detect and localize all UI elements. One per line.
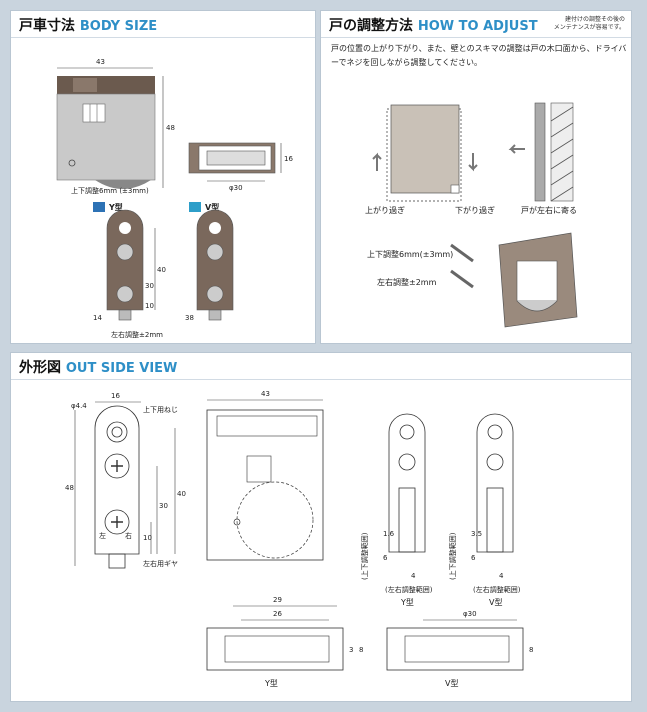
od-v-type: V型 bbox=[489, 598, 502, 607]
outside-view-drawing: 16 φ4.4 上下用ねじ 左 右 48 40 30 10 左右用ギヤ 43 bbox=[65, 390, 533, 688]
body-top-cap bbox=[57, 76, 155, 94]
od-bottom-v bbox=[386, 627, 524, 671]
od-dim-4a: 4 bbox=[411, 572, 416, 580]
od-dim-43: 43 bbox=[261, 390, 270, 398]
how-to-adjust-header: 戸の調整方法 HOW TO ADJUST 建付けの調整その後のメンテナンスが容易… bbox=[321, 11, 631, 38]
outside-view-header: 外形図 OUT SIDE VIEW bbox=[11, 353, 631, 380]
lr-adjust: 左右調整±2mm bbox=[111, 330, 163, 339]
dim-height: 48 bbox=[166, 124, 175, 132]
dim-diameter: φ30 bbox=[229, 184, 243, 192]
adjust-description: 戸の位置の上がり下がり、また、壁とのスキマの調整は戸の木口面から、ドライバーでネ… bbox=[331, 44, 627, 67]
adjust-note: 上下調整6mm (±3mm) bbox=[71, 186, 149, 195]
od-dim-10: 10 bbox=[143, 534, 152, 542]
od-dim-26: 26 bbox=[273, 610, 282, 618]
od-plate-front bbox=[94, 405, 140, 555]
adjust-drawing: 上がり過ぎ 下がり過ぎ 戸が左右に寄る 上下調整6mm(±3mm) 左右調整±2… bbox=[365, 102, 578, 328]
screwdriver-icon-2 bbox=[450, 269, 474, 289]
body-size-panel: 戸車寸法 BODY SIZE 43 48 上下調整6mm (±3mm) 16 φ… bbox=[10, 10, 316, 344]
body-size-title: 戸車寸法 BODY SIZE bbox=[19, 18, 158, 34]
od-bottom-y bbox=[206, 627, 344, 671]
od-dim-8a: 8 bbox=[359, 646, 363, 654]
od-left-kanji: 左 bbox=[99, 531, 106, 540]
od-dim-48: 48 bbox=[65, 484, 74, 492]
od-v-plate bbox=[476, 413, 514, 553]
dim-depth: 16 bbox=[284, 155, 293, 163]
body-size-header: 戸車寸法 BODY SIZE bbox=[11, 11, 315, 38]
od-dim-phi30: φ30 bbox=[463, 610, 477, 618]
screw-lr: 左右用ギヤ bbox=[143, 559, 178, 568]
v-type-icon bbox=[189, 202, 201, 212]
range-horizontal-y: (左右調整範囲) bbox=[385, 585, 433, 594]
door bbox=[390, 104, 460, 194]
screwdriver-icon bbox=[450, 243, 474, 263]
body-front bbox=[56, 93, 156, 181]
od-y-plate bbox=[388, 413, 426, 553]
caption-down: 下がり過ぎ bbox=[455, 205, 495, 215]
od-dim-3a: 3 bbox=[349, 646, 353, 654]
v-type-label: V型 bbox=[205, 202, 219, 212]
screw-up-down: 上下用ねじ bbox=[143, 405, 178, 414]
arrow-down-icon bbox=[468, 153, 478, 172]
arrow-left-icon bbox=[508, 144, 525, 154]
y-type-label: Y型 bbox=[108, 202, 123, 212]
wall bbox=[550, 102, 574, 202]
body-size-drawing: 43 48 上下調整6mm (±3mm) 16 φ30 Y型 V型 bbox=[56, 58, 293, 339]
dim-40: 40 bbox=[157, 266, 166, 274]
od-dim-4b: 4 bbox=[499, 572, 504, 580]
od-right-kanji: 右 bbox=[125, 531, 132, 540]
od-bottom-y-label: Y型 bbox=[264, 679, 278, 688]
od-dim-30: 30 bbox=[159, 502, 168, 510]
od-dim-35: 3.5 bbox=[471, 530, 482, 538]
door-edge bbox=[534, 102, 546, 202]
od-bottom-v-label: V型 bbox=[445, 679, 458, 688]
od-dim-16b: 1.6 bbox=[383, 530, 395, 538]
od-dim-6b: 6 bbox=[471, 554, 476, 562]
od-dim-phi44: φ4.4 bbox=[71, 402, 87, 410]
od-body-front bbox=[206, 409, 324, 561]
vertical-adjust: 上下調整6mm(±3mm) bbox=[367, 249, 453, 259]
od-y-type: Y型 bbox=[400, 598, 414, 607]
maintenance-note: 建付けの調整その後のメンテナンスが容易です。 bbox=[553, 16, 625, 31]
y-type-icon bbox=[93, 202, 105, 212]
dim-30: 30 bbox=[145, 282, 154, 290]
dim-10: 10 bbox=[145, 302, 154, 310]
horizontal-adjust: 左右調整±2mm bbox=[377, 277, 437, 287]
caption-wall: 戸が左右に寄る bbox=[521, 205, 577, 215]
how-to-adjust-panel: 戸の調整方法 HOW TO ADJUST 建付けの調整その後のメンテナンスが容易… bbox=[320, 10, 632, 344]
outside-view-title: 外形図 OUT SIDE VIEW bbox=[19, 360, 178, 376]
od-dim-8b: 8 bbox=[529, 646, 533, 654]
range-horizontal-v: (左右調整範囲) bbox=[473, 585, 521, 594]
od-dim-16: 16 bbox=[111, 392, 120, 400]
dim-38: 38 bbox=[185, 314, 194, 322]
outside-view-panel: 外形図 OUT SIDE VIEW 16 φ4.4 上下用ねじ 左 右 48 4… bbox=[10, 352, 632, 702]
range-vertical-y: (上下調整範囲) bbox=[360, 532, 369, 580]
range-vertical-v: (上下調整範囲) bbox=[448, 532, 457, 580]
od-dim-40: 40 bbox=[177, 490, 186, 498]
od-dim-29: 29 bbox=[273, 596, 282, 604]
arrow-up-icon bbox=[372, 152, 382, 171]
how-to-adjust-title: 戸の調整方法 HOW TO ADJUST bbox=[329, 18, 538, 34]
dim-width: 43 bbox=[96, 58, 105, 66]
caption-up: 上がり過ぎ bbox=[365, 205, 405, 215]
dim-14: 14 bbox=[93, 314, 102, 322]
od-dim-6a: 6 bbox=[383, 554, 388, 562]
